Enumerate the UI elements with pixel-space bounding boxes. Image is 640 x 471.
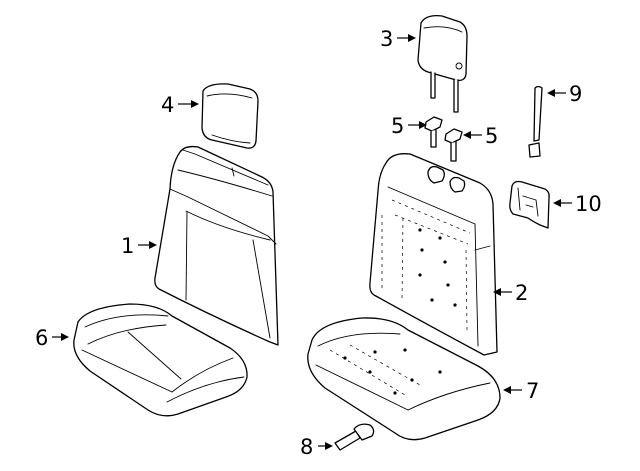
guide-sleeve-part-5-left <box>424 116 443 148</box>
seat-back-pad-part-2 <box>369 153 498 356</box>
callout-5-right: 5 <box>485 124 498 148</box>
callout-5-left: 5 <box>391 114 404 138</box>
guide-sleeve-part-5-right <box>444 128 463 162</box>
callout-10: 10 <box>575 192 602 216</box>
seat-back-cover-part-1 <box>154 145 279 346</box>
seat-cushion-pad-part-7 <box>307 317 501 441</box>
callout-9: 9 <box>569 82 582 106</box>
callout-4: 4 <box>161 93 174 117</box>
callout-1: 1 <box>121 234 134 258</box>
callout-labels: 1 2 3 4 5 5 6 7 8 9 10 <box>35 27 602 459</box>
callout-8: 8 <box>300 435 313 459</box>
bracket-part-10 <box>509 180 550 229</box>
callout-2: 2 <box>515 281 528 305</box>
callout-7: 7 <box>526 379 539 403</box>
headrest-cover-part-4 <box>201 83 259 149</box>
strap-part-9 <box>528 85 543 158</box>
callout-6: 6 <box>35 326 48 350</box>
clip-part-8 <box>334 423 375 451</box>
callout-3: 3 <box>380 27 393 51</box>
headrest-part-3 <box>417 15 468 113</box>
callout-leaders <box>52 34 572 450</box>
seat-cushion-cover-part-6 <box>73 303 248 417</box>
